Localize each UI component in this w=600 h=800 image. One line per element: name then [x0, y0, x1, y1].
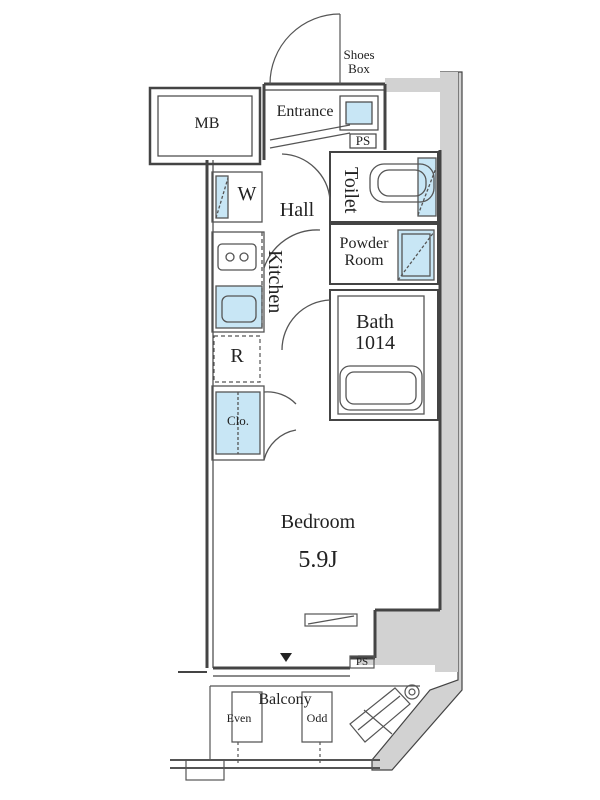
refrigerator-area — [213, 335, 261, 383]
powder-room — [329, 223, 439, 285]
kitchen-label: Kitchen — [264, 250, 286, 314]
outer-wall-right-band — [358, 72, 458, 672]
balcony-label: Balcony — [258, 691, 312, 708]
shoes-box-label: Shoes Box — [343, 47, 375, 76]
even-label: Even — [226, 711, 252, 725]
bedroom-area — [280, 613, 375, 669]
toilet-label: Toilet — [340, 166, 362, 214]
kitchen-area — [211, 229, 321, 333]
w-label: W — [237, 183, 257, 205]
bath-room — [281, 289, 439, 421]
toilet-room — [281, 151, 439, 223]
walls — [148, 82, 442, 677]
mb-label: MB — [194, 115, 220, 132]
r-label: R — [230, 345, 244, 367]
ps-bottom-label: PS — [355, 656, 369, 668]
entrance-area — [269, 13, 379, 149]
entrance-label: Entrance — [276, 103, 334, 120]
bedroom-size-label: 5.9J — [298, 547, 338, 573]
hall-label: Hall — [279, 199, 315, 221]
closet-area — [211, 385, 297, 461]
bath-label: Bath 1014 — [355, 311, 395, 354]
bedroom-label: Bedroom — [280, 511, 356, 533]
clo-label: Clo. — [226, 413, 250, 428]
ps-top-label: PS — [355, 133, 371, 148]
powder-room-label: Powder Room — [339, 235, 389, 269]
balcony-area — [170, 684, 420, 781]
odd-label: Odd — [306, 711, 328, 725]
washer-area — [211, 171, 263, 223]
